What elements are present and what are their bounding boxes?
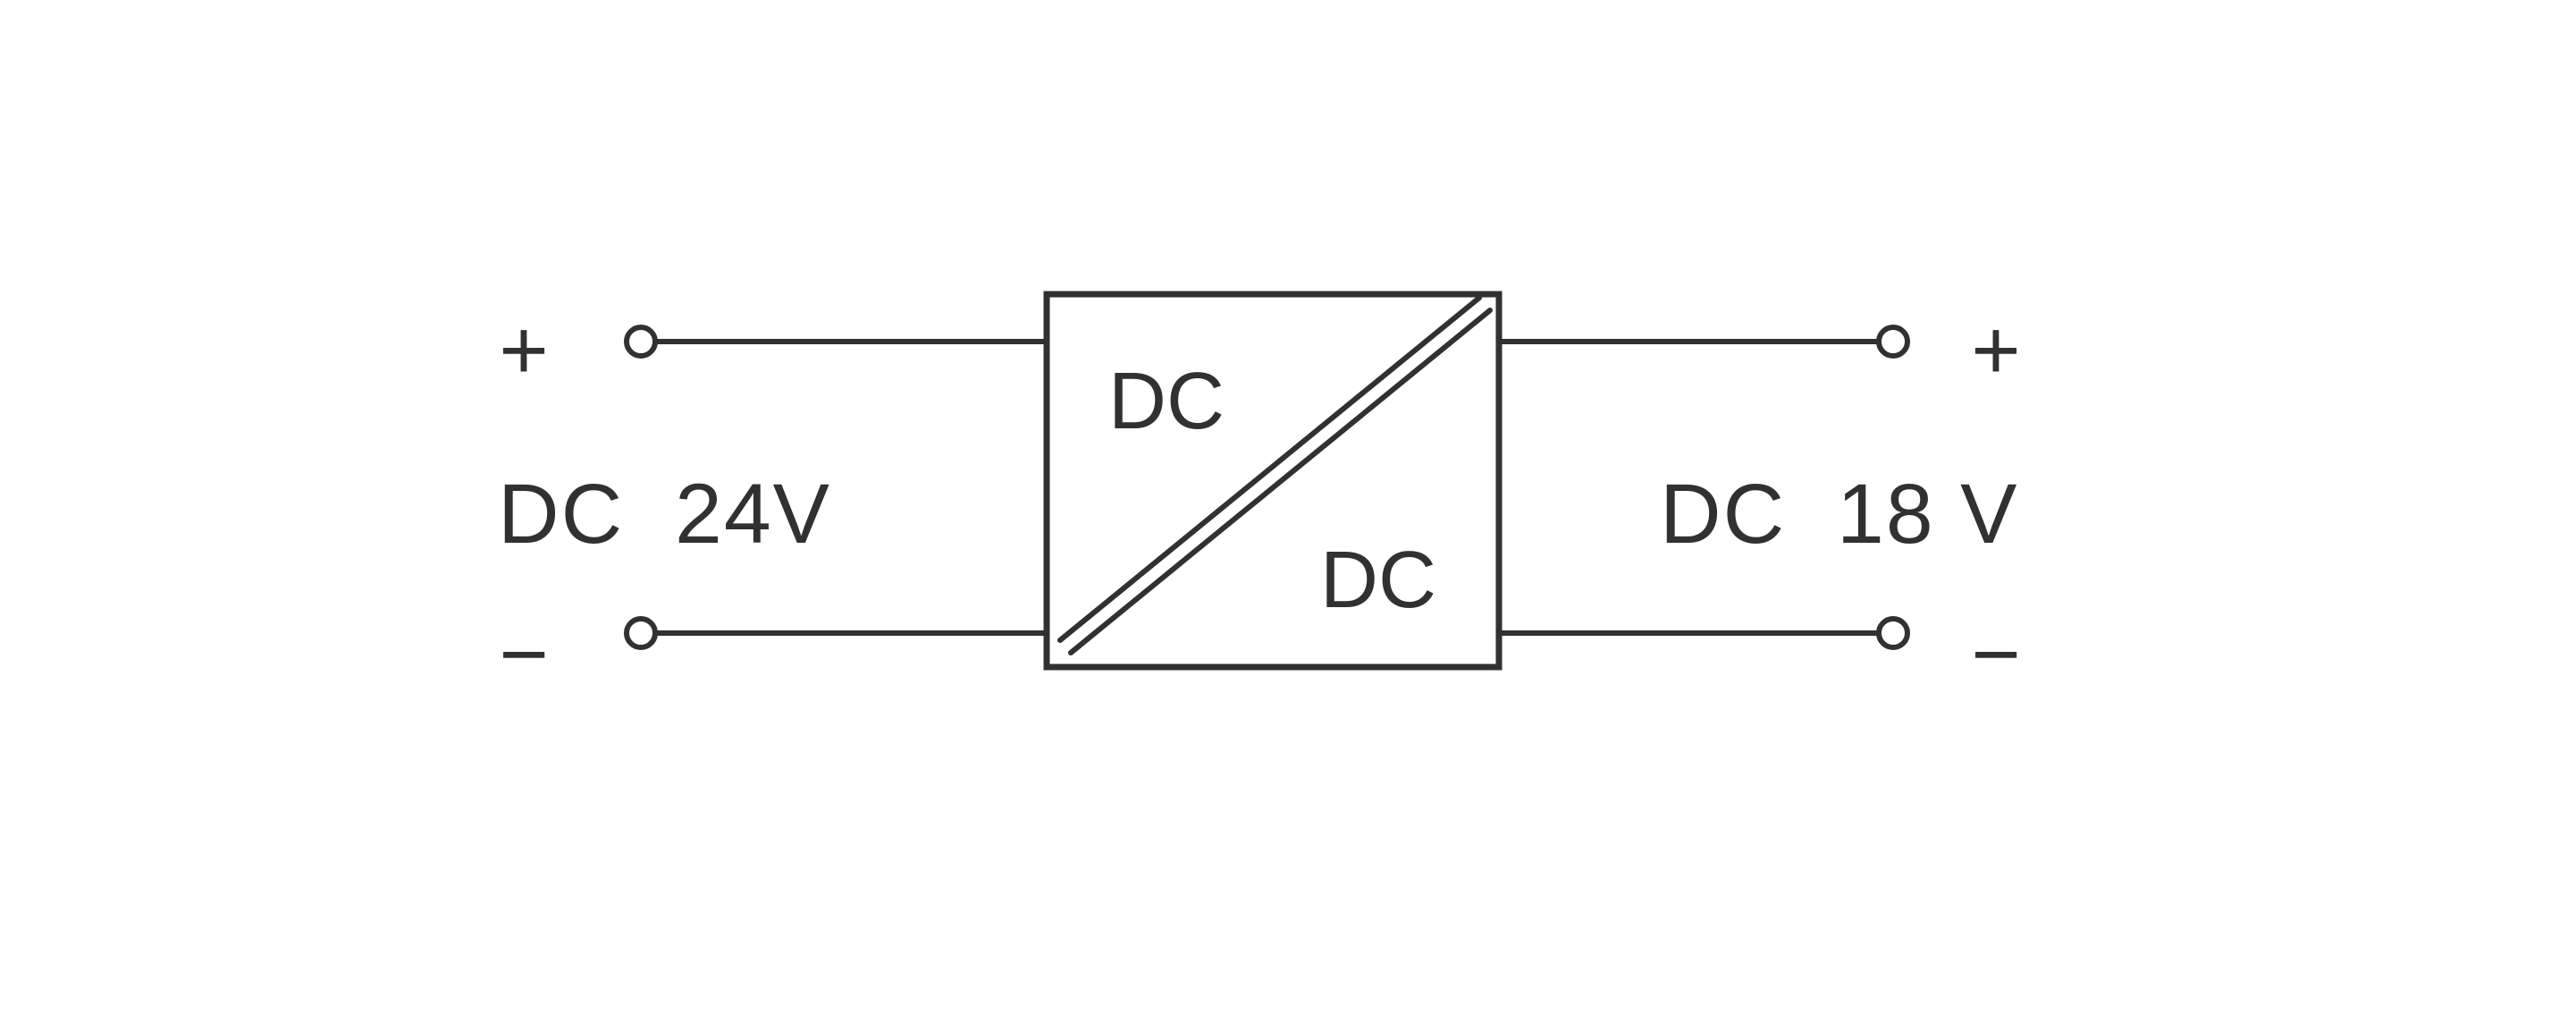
input-negative-terminal: [624, 616, 658, 650]
converter-output-dc-label: DC: [1320, 536, 1436, 625]
output-polarity-minus-label: −: [1971, 607, 2020, 702]
output-voltage-label: DC 18 V: [1660, 467, 2018, 562]
input-polarity-plus-label: +: [499, 303, 548, 398]
output-positive-terminal: [1876, 325, 1910, 359]
converter-input-dc-label: DC: [1108, 357, 1225, 446]
output-negative-terminal: [1876, 616, 1910, 650]
input-positive-terminal: [624, 325, 658, 359]
converter-diagonal-line-upper: [1057, 295, 1482, 643]
output-polarity-plus-label: +: [1971, 303, 2020, 398]
input-voltage-label: DC 24V: [498, 467, 831, 562]
converter-diagonal-line-lower: [1068, 308, 1493, 655]
converter-box: [1043, 291, 1503, 671]
input-polarity-minus-label: −: [499, 607, 548, 702]
